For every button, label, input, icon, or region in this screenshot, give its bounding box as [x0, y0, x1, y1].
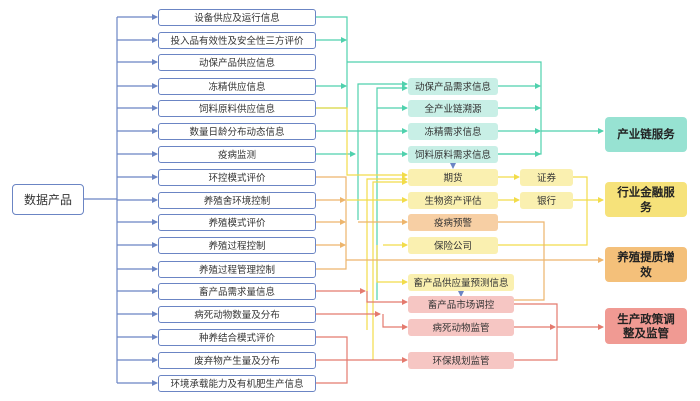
source-node[interactable]: 冻精供应信息: [158, 77, 316, 95]
teal-node[interactable]: 全产业链溯源: [408, 99, 498, 117]
source-node[interactable]: 投入品有效性及安全性三方评价: [158, 31, 316, 49]
pink-node-env-planning[interactable]: 环保规划监管: [408, 351, 514, 369]
source-node[interactable]: 饲料原料供应信息: [158, 99, 316, 117]
source-node[interactable]: 畜产品需求量信息: [158, 282, 316, 300]
source-node[interactable]: 养殖舍环境控制: [158, 191, 316, 209]
connector: [366, 176, 408, 330]
connector: [372, 179, 408, 360]
connector: [376, 85, 408, 300]
source-node[interactable]: 养殖过程控制: [158, 236, 316, 254]
source-node[interactable]: 环控模式评价: [158, 168, 316, 186]
connector: [376, 245, 408, 285]
output-policy-supervision[interactable]: 生产政策调整及监管: [605, 308, 687, 344]
finance-node-securities[interactable]: 证券: [520, 168, 573, 186]
source-node[interactable]: 养殖过程管理控制: [158, 260, 316, 278]
connector: [514, 303, 558, 361]
yellow-node-futures[interactable]: 期货: [408, 168, 498, 186]
teal-bracket: [316, 16, 348, 109]
source-node[interactable]: 废弃物产生量及分布: [158, 351, 316, 369]
output-finance-service[interactable]: 行业金融服务: [605, 182, 687, 217]
orange-node-epidemic-warning[interactable]: 疫病预警: [408, 213, 498, 231]
source-node[interactable]: 设备供应及运行信息: [158, 8, 316, 26]
yellow-node-insurance[interactable]: 保险公司: [408, 236, 498, 254]
source-node[interactable]: 动保产品供应信息: [158, 53, 316, 71]
source-node[interactable]: 疫病监测: [158, 145, 316, 163]
connector: [366, 291, 408, 305]
teal-node[interactable]: 冻精需求信息: [408, 122, 498, 140]
source-node[interactable]: 环境承载能力及有机肥生产信息: [158, 374, 316, 392]
orange-bracket: [316, 176, 347, 270]
output-industry-chain-service[interactable]: 产业链服务: [605, 117, 687, 152]
connector: [382, 314, 408, 330]
teal-node[interactable]: 饲料原料需求信息: [408, 145, 498, 163]
connector: [498, 221, 545, 301]
source-node[interactable]: 种养结合模式评价: [158, 328, 316, 346]
source-node[interactable]: 病死动物数量及分布: [158, 305, 316, 323]
source-node[interactable]: 数量日龄分布动态信息: [158, 122, 316, 140]
yellow-node-bio-asset[interactable]: 生物资产评估: [408, 191, 498, 209]
finance-node-bank[interactable]: 银行: [520, 191, 573, 209]
yellow-node-supply-forecast[interactable]: 畜产品供应量预测信息: [408, 273, 514, 291]
output-quality-efficiency[interactable]: 养殖提质增效: [605, 247, 687, 282]
pink-node-market-control[interactable]: 畜产品市场调控: [408, 295, 514, 313]
teal-node[interactable]: 动保产品需求信息: [408, 77, 498, 95]
source-node[interactable]: 养殖模式评价: [158, 213, 316, 231]
connector: [316, 107, 408, 178]
connector: [498, 176, 588, 246]
pink-node-dead-animal[interactable]: 病死动物监管: [408, 318, 514, 336]
root-node-data-products[interactable]: 数据产品: [12, 184, 84, 215]
